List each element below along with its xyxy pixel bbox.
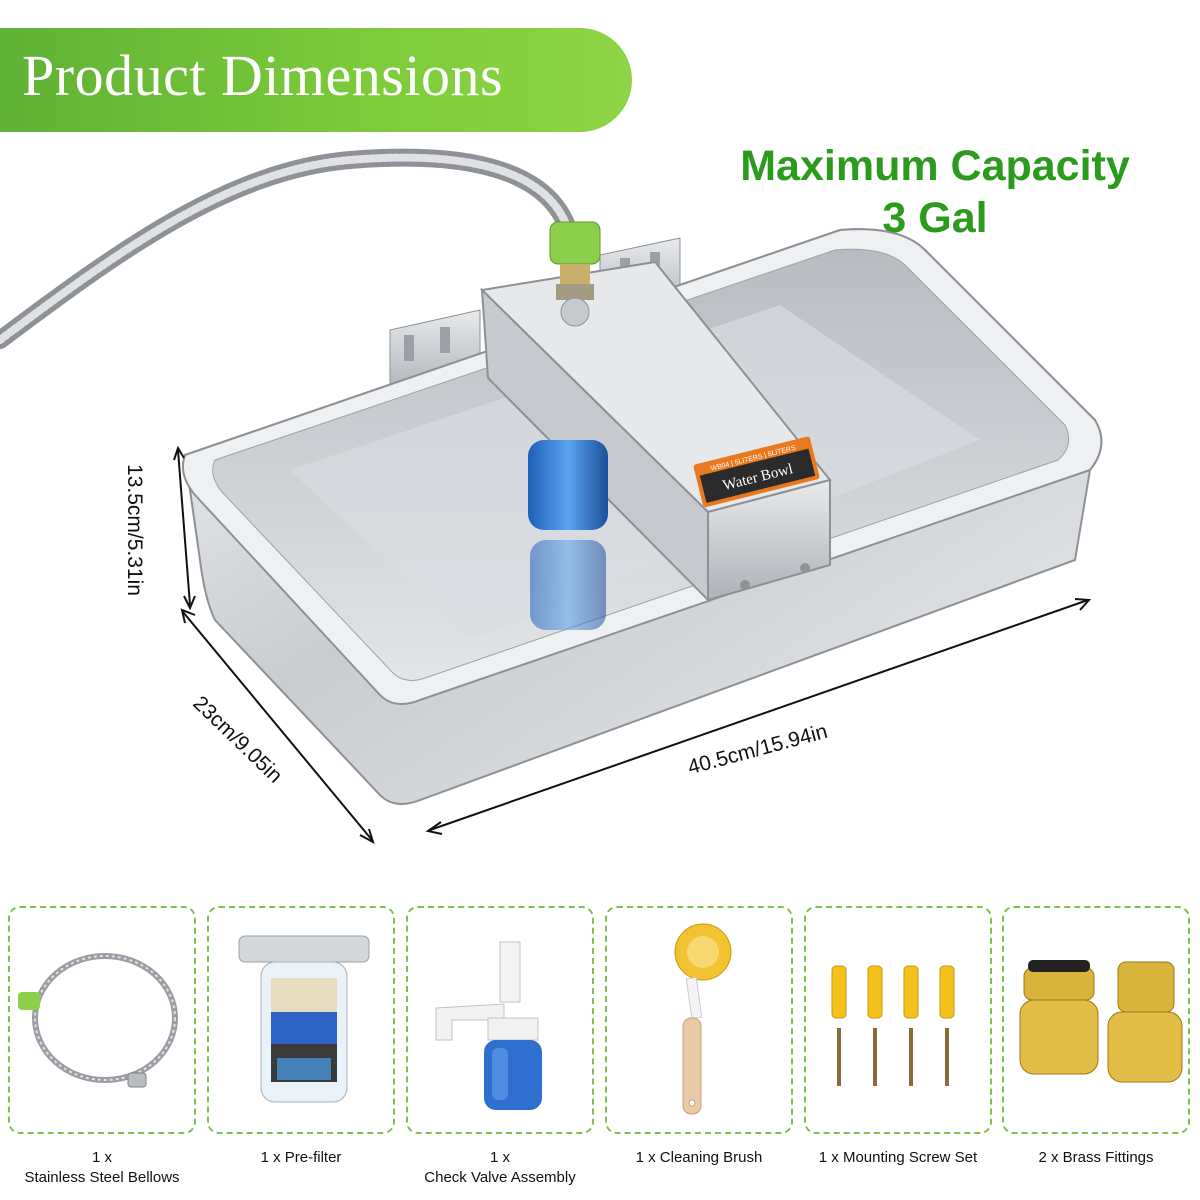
accessory-card-bellows: [8, 906, 196, 1134]
bellows-image: [18, 953, 178, 1088]
screw-set-image: [831, 965, 955, 1086]
height-dimension: 13.5cm/5.31in: [122, 464, 146, 596]
accessory-label-prefilter: 1 x Pre-filter: [260, 1149, 342, 1166]
water-bowl-illustration: WB04 | 5LITERS | 6LITERS Water Bowl: [0, 148, 1103, 845]
accessory-label-brush: 1 x Cleaning Brush: [635, 1149, 763, 1166]
accessory-card-screws: [804, 906, 992, 1134]
accessory-label-bellows: 1 x Stainless Steel Bellows: [24, 1149, 180, 1186]
accessory-label-brass: 2 x Brass Fittings: [1038, 1149, 1154, 1166]
prefilter-image: [238, 935, 370, 1103]
float-valve: [528, 440, 608, 630]
page-title: Product Dimensions: [22, 43, 504, 108]
hose-connector: [549, 221, 601, 327]
accessory-label-screws: 1 x Mounting Screw Set: [818, 1149, 978, 1166]
dimension-lines: [173, 445, 1092, 845]
cleaning-brush-image: [674, 923, 732, 1115]
accessory-card-check-valve: [406, 906, 594, 1134]
brass-fittings-image: [1019, 960, 1183, 1083]
product-label: WB04 | 5LITERS | 6LITERS Water Bowl: [693, 436, 820, 508]
accessory-label-check-valve: 1 x Check Valve Assembly: [424, 1149, 576, 1186]
accessory-card-brass: [1002, 906, 1190, 1134]
check-valve-image: [435, 941, 542, 1110]
title-banner: Product Dimensions: [0, 28, 632, 132]
capacity-heading: Maximum Capacity: [740, 142, 1130, 190]
accessory-card-prefilter: [207, 906, 395, 1134]
accessory-card-brush: [605, 906, 793, 1134]
